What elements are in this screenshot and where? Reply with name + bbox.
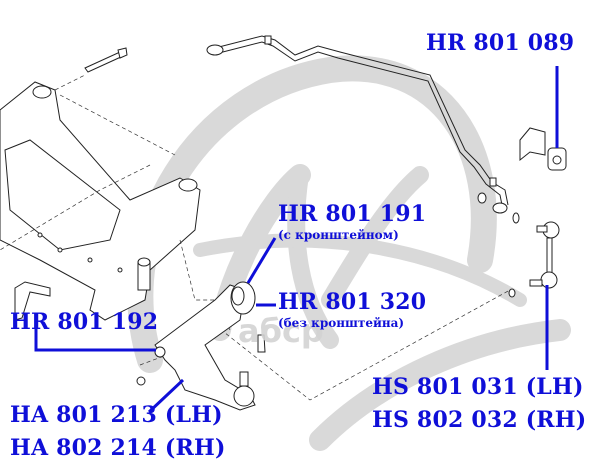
stabilizer-link-drawing bbox=[508, 221, 560, 298]
control-arm-drawing bbox=[136, 281, 266, 411]
subframe-drawing bbox=[0, 47, 201, 321]
part-note-arm-bushing-nobracket: (без кронштейна) bbox=[278, 316, 405, 330]
part-label-control-arm-lh[interactable]: HA 801 213 (LH) bbox=[10, 402, 223, 428]
part-label-stab-link-lh[interactable]: HS 801 031 (LH) bbox=[372, 374, 584, 400]
part-label-stab-link-rh[interactable]: HS 802 032 (RH) bbox=[372, 407, 587, 433]
stabilizer-bar-drawing bbox=[206, 35, 567, 224]
part-label-arm-front-bushing[interactable]: HR 801 192 bbox=[10, 309, 159, 335]
part-label-stab-bushing[interactable]: HR 801 089 bbox=[426, 30, 575, 56]
part-label-arm-bushing-bracket[interactable]: HR 801 191 bbox=[278, 201, 427, 227]
part-label-control-arm-rh[interactable]: HA 802 214 (RH) bbox=[10, 435, 226, 461]
watermark-text: aбcp bbox=[238, 312, 324, 350]
leader-lines bbox=[34, 66, 559, 414]
part-label-arm-bushing-nobracket[interactable]: HR 801 320 bbox=[278, 289, 427, 315]
part-note-arm-bushing-bracket: (с кронштейном) bbox=[278, 228, 399, 242]
